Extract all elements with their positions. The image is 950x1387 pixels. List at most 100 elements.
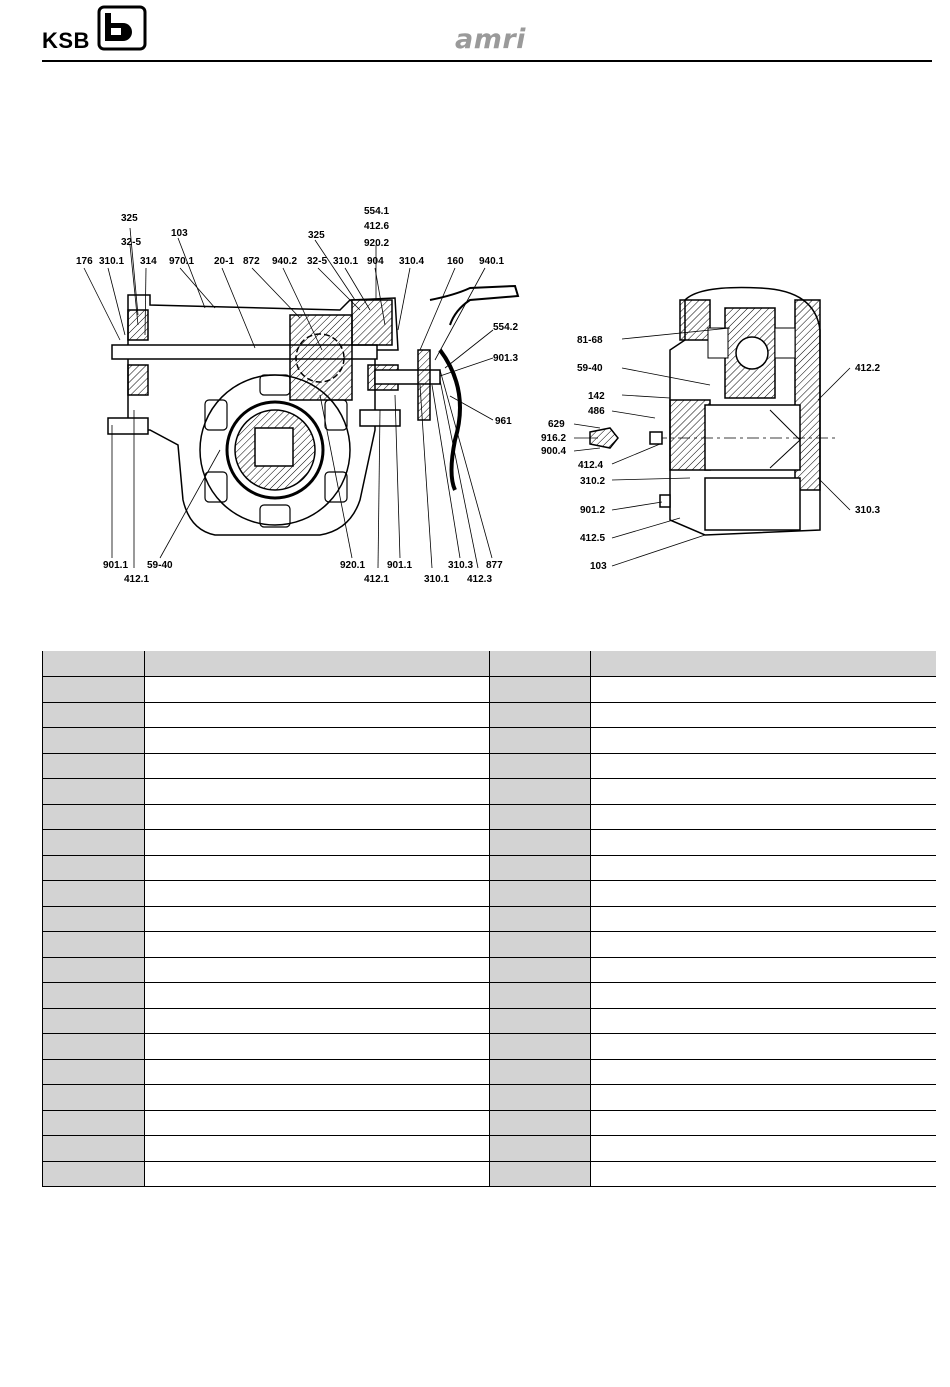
callout-label: 412.1 xyxy=(124,574,149,585)
callout-label: 872 xyxy=(243,256,260,267)
description-cell xyxy=(144,1161,490,1187)
callout-label: 554.1 xyxy=(364,206,389,217)
description-cell xyxy=(144,1033,490,1060)
callout-label: 961 xyxy=(495,416,512,427)
part-number-cell xyxy=(489,1033,591,1060)
table-row xyxy=(42,702,936,728)
description-cell xyxy=(590,753,936,779)
description-cell xyxy=(144,1110,490,1136)
callout-label: 920.2 xyxy=(364,238,389,249)
callout-label: 325 xyxy=(308,230,325,241)
table-row xyxy=(42,727,936,754)
part-number-cell xyxy=(42,982,145,1009)
callout-label: 103 xyxy=(590,561,607,572)
callout-label: 314 xyxy=(140,256,157,267)
table-row xyxy=(42,1161,936,1187)
description-cell xyxy=(590,982,936,1009)
description-cell xyxy=(144,1135,490,1162)
header-cell-part-no-left xyxy=(42,651,145,677)
callout-label: 310.3 xyxy=(855,505,880,516)
callout-label: 32-5 xyxy=(121,237,141,248)
description-cell xyxy=(590,957,936,983)
callout-label: 901.2 xyxy=(580,505,605,516)
table-row xyxy=(42,906,936,932)
callout-label: 32-5 xyxy=(307,256,327,267)
part-number-cell xyxy=(42,931,145,958)
table-row xyxy=(42,1033,936,1060)
part-number-cell xyxy=(42,702,145,728)
part-number-cell xyxy=(489,778,591,805)
part-number-cell xyxy=(489,982,591,1009)
table-row xyxy=(42,1059,936,1085)
callout-label: 412.4 xyxy=(578,460,603,471)
part-number-cell xyxy=(489,1084,591,1111)
description-cell xyxy=(590,1033,936,1060)
description-cell xyxy=(590,1161,936,1187)
description-cell xyxy=(144,753,490,779)
description-cell xyxy=(590,880,936,907)
part-number-cell xyxy=(42,957,145,983)
callout-label: 81-68 xyxy=(577,335,603,346)
description-cell xyxy=(144,982,490,1009)
part-number-cell xyxy=(42,1161,145,1187)
description-cell xyxy=(144,702,490,728)
part-number-cell xyxy=(42,1008,145,1034)
callout-label: 920.1 xyxy=(340,560,365,571)
table-row xyxy=(42,1008,936,1034)
description-cell xyxy=(590,702,936,728)
part-number-cell xyxy=(489,957,591,983)
description-cell xyxy=(144,855,490,881)
callout-label: 310.1 xyxy=(99,256,124,267)
part-number-cell xyxy=(489,880,591,907)
left-gearbox-view xyxy=(83,227,520,569)
callout-label: 20-1 xyxy=(214,256,234,267)
callout-label: 901.1 xyxy=(387,560,412,571)
callout-label: 176 xyxy=(76,256,93,267)
callout-label: 900.4 xyxy=(541,446,566,457)
callout-label: 310.1 xyxy=(424,574,449,585)
exploded-drawing: 325 32-5 103 176 310.1 314 970.1 20-1 87… xyxy=(0,200,950,600)
description-cell xyxy=(144,1084,490,1111)
part-number-cell xyxy=(42,727,145,754)
table-row xyxy=(42,880,936,907)
table-row xyxy=(42,753,936,779)
table-row xyxy=(42,1084,936,1111)
drawing-svg: 325 32-5 103 176 310.1 314 970.1 20-1 87… xyxy=(76,206,880,585)
table-row xyxy=(42,982,936,1009)
part-number-cell xyxy=(42,804,145,830)
part-number-cell xyxy=(42,676,145,703)
description-cell xyxy=(590,727,936,754)
callout-label: 877 xyxy=(486,560,503,571)
part-number-cell xyxy=(42,906,145,932)
part-number-cell xyxy=(42,1084,145,1111)
callout-label: 412.2 xyxy=(855,363,880,374)
amri-wordmark: amri xyxy=(455,24,526,55)
description-cell xyxy=(590,931,936,958)
table-row xyxy=(42,931,936,958)
left-view-labels: 325 32-5 103 176 310.1 314 970.1 20-1 87… xyxy=(76,206,518,585)
part-number-cell xyxy=(489,1059,591,1085)
description-cell xyxy=(144,880,490,907)
description-cell xyxy=(590,1110,936,1136)
callout-label: 901.3 xyxy=(493,353,518,364)
table-header-row xyxy=(42,651,936,677)
part-number-cell xyxy=(42,855,145,881)
part-number-cell xyxy=(42,1110,145,1136)
parts-table-body xyxy=(42,676,936,1187)
description-cell xyxy=(144,957,490,983)
header-cell-description-left xyxy=(144,651,490,677)
description-cell xyxy=(590,855,936,881)
description-cell xyxy=(590,676,936,703)
ksb-logo-icon xyxy=(97,5,147,51)
part-number-cell xyxy=(42,778,145,805)
callout-label: 940.1 xyxy=(479,256,504,267)
part-number-cell xyxy=(489,804,591,830)
parts-list-table xyxy=(42,651,936,1187)
callout-label: 412.5 xyxy=(580,533,605,544)
part-number-cell xyxy=(489,1161,591,1187)
part-number-cell xyxy=(489,829,591,856)
table-row xyxy=(42,1110,936,1136)
description-cell xyxy=(144,804,490,830)
part-number-cell xyxy=(489,676,591,703)
callout-label: 310.4 xyxy=(399,256,424,267)
